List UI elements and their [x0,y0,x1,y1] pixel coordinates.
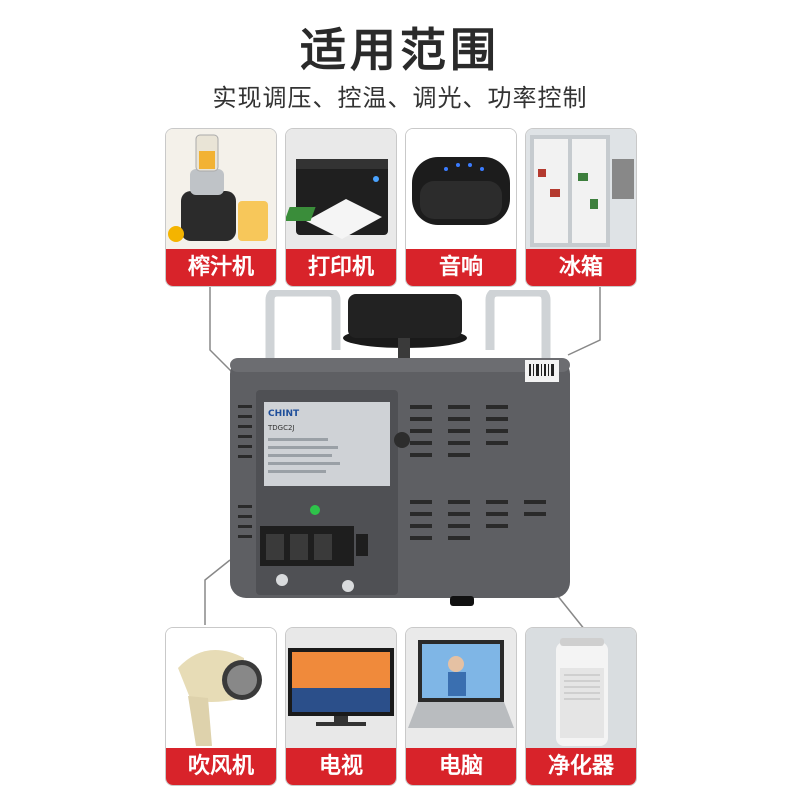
card-fridge: 冰箱 [525,128,637,287]
card-tv: 电视 [285,627,397,786]
fridge-photo-icon [526,129,636,249]
card-label-tv: 电视 [286,748,396,785]
card-laptop: 电脑 [405,627,517,786]
card-label-hair-dryer: 吹风机 [166,748,276,785]
card-label-fridge: 冰箱 [526,249,636,286]
tv-photo-icon [286,628,396,748]
card-air-purifier: 净化器 [525,627,637,786]
card-speaker: 音响 [405,128,517,287]
juicer-photo-icon [166,129,276,249]
card-juicer: 榨汁机 [165,128,277,287]
card-printer: 打印机 [285,128,397,287]
printer-photo-icon [286,129,396,249]
brand-text: CHINT [268,409,300,419]
card-label-speaker: 音响 [406,249,516,286]
air-purifier-photo-icon [526,628,636,748]
page-title: 适用范围 [300,23,500,77]
card-label-printer: 打印机 [286,249,396,286]
page-subtitle: 实现调压、控温、调光、功率控制 [212,84,588,112]
card-label-juicer: 榨汁机 [166,249,276,286]
model-text: TDGC2J [267,424,295,432]
card-hair-dryer: 吹风机 [165,627,277,786]
voltage-regulator-photo: CHINT TDGC2J [230,290,570,606]
card-label-air-purifier: 净化器 [526,748,636,785]
speaker-photo-icon [406,129,516,249]
hair-dryer-photo-icon [166,628,276,748]
card-label-laptop: 电脑 [406,748,516,785]
laptop-photo-icon [406,628,516,748]
